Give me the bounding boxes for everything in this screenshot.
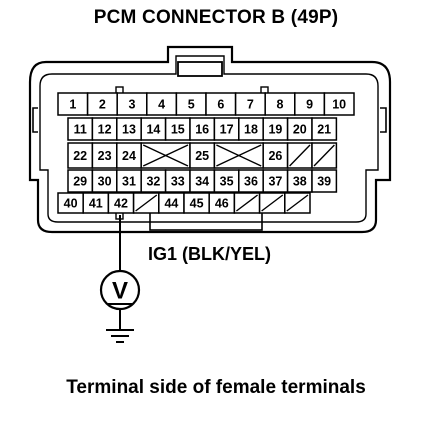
terminal-21-cell — [311, 117, 338, 141]
terminal-46-label: 46 — [215, 197, 229, 211]
terminal-10-label: 10 — [332, 98, 346, 112]
connector-housing — [28, 45, 392, 234]
terminal-14-label: 14 — [146, 123, 160, 137]
terminal-19-label: 19 — [268, 123, 282, 137]
terminal-17-label: 17 — [220, 123, 234, 137]
blank-cell-r3c4-cross-b — [142, 144, 189, 167]
terminal-44-label: 44 — [164, 197, 178, 211]
blank-cell-r5c9-slash — [261, 194, 284, 212]
blank-cell-r5c4-slash — [135, 194, 158, 212]
voltmeter-icon: V — [99, 269, 141, 311]
terminal-45-label: 45 — [190, 197, 204, 211]
terminal-26-label: 26 — [268, 149, 282, 163]
terminal-36-label: 36 — [244, 175, 258, 189]
terminal-16-label: 16 — [195, 123, 209, 137]
terminal-7-label: 7 — [247, 98, 254, 112]
terminal-31-label: 31 — [122, 175, 136, 189]
left-latch — [32, 107, 38, 133]
terminal-10-cell — [323, 92, 355, 116]
terminal-26-cell — [262, 142, 289, 169]
terminal-6-label: 6 — [217, 98, 224, 112]
diagram-title: PCM CONNECTOR B (49P) — [93, 7, 339, 28]
blank-cell-r5c8-slash — [235, 194, 259, 212]
housing-outer-shell — [28, 45, 392, 234]
terminal-1-label: 1 — [69, 98, 76, 112]
terminal-34-label: 34 — [195, 175, 209, 189]
terminal-20-label: 20 — [293, 123, 307, 137]
terminal-40-label: 40 — [64, 197, 78, 211]
wire-label: IG1 (BLK/YEL) — [148, 244, 272, 264]
terminal-37-label: 37 — [268, 175, 282, 189]
bottom-key-slot — [149, 211, 263, 231]
terminal-32-label: 32 — [146, 175, 160, 189]
terminal-15-label: 15 — [171, 123, 185, 137]
terminal-25-label: 25 — [195, 149, 209, 163]
terminal-13-label: 13 — [122, 123, 136, 137]
blank-cell-r3c9-slash — [313, 144, 335, 167]
top-locking-tab — [177, 61, 223, 77]
terminal-21-label: 21 — [317, 123, 331, 137]
terminal-3-label: 3 — [129, 98, 136, 112]
terminal-12-label: 12 — [98, 123, 112, 137]
diagram-caption: Terminal side of female terminals — [66, 377, 366, 398]
housing-inner-shell — [39, 55, 379, 223]
terminal-39-label: 39 — [317, 175, 331, 189]
terminal-29-label: 29 — [73, 175, 87, 189]
terminal-24-label: 24 — [122, 149, 136, 163]
terminal-9-label: 9 — [306, 98, 313, 112]
terminal-33-label: 33 — [171, 175, 185, 189]
blank-cell-r3c6-cross-b — [216, 144, 262, 167]
terminal-5-label: 5 — [188, 98, 195, 112]
terminal-35-label: 35 — [220, 175, 234, 189]
ground-icon — [106, 309, 134, 343]
terminal-23-label: 23 — [98, 149, 112, 163]
terminal-38-label: 38 — [293, 175, 307, 189]
terminal-8-label: 8 — [277, 98, 284, 112]
terminal-11-label: 11 — [74, 123, 87, 137]
terminal-39-cell — [311, 169, 338, 193]
right-latch — [380, 107, 387, 133]
voltmeter-symbol: V — [112, 278, 128, 305]
terminal-4-label: 4 — [158, 98, 165, 112]
blank-cell-r3c8-slash — [289, 144, 311, 167]
terminal-18-label: 18 — [244, 123, 258, 137]
terminal-24-cell — [116, 142, 142, 169]
terminal-41-label: 41 — [89, 197, 103, 211]
terminal-22-cell — [67, 142, 94, 169]
terminal-2-label: 2 — [99, 98, 106, 112]
terminal-42-label: 42 — [114, 197, 128, 211]
terminal-30-label: 30 — [98, 175, 112, 189]
blank-cell-r5c10-slash — [286, 194, 309, 212]
terminal-22-label: 22 — [73, 149, 87, 163]
